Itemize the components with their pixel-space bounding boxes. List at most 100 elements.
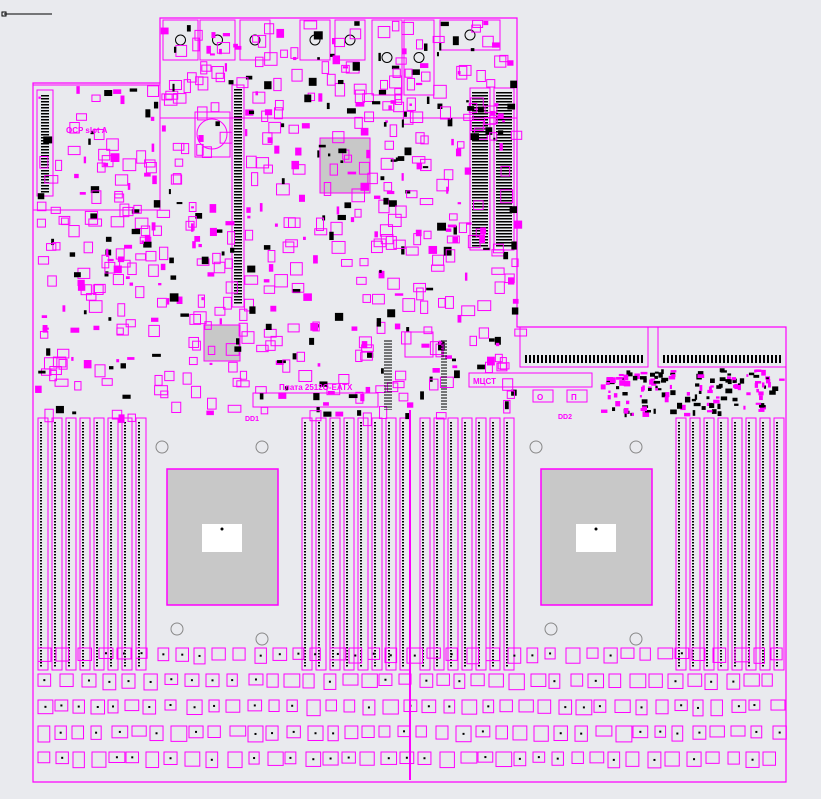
dimm-pin	[762, 659, 764, 661]
dimm-pin	[692, 455, 694, 457]
dimm-pin	[40, 512, 42, 514]
dimm-pin	[762, 440, 764, 442]
dimm-pin	[360, 638, 362, 640]
dimm-pin	[720, 455, 722, 457]
smd-component	[386, 190, 395, 195]
pad	[582, 706, 585, 709]
dimm-pin	[82, 656, 84, 658]
smd-component	[108, 317, 112, 321]
dimm-pin	[478, 428, 480, 430]
pad	[676, 732, 679, 735]
dimm-pin	[96, 563, 98, 565]
vrm-component	[207, 725, 221, 738]
dimm-pin	[332, 587, 334, 589]
dimm-pin	[40, 443, 42, 445]
dimm-pin	[138, 653, 140, 655]
pcie-pin	[234, 155, 242, 157]
smd-footprint	[433, 84, 447, 99]
dimm-pin	[692, 560, 694, 562]
dimm-pin	[388, 590, 390, 592]
dimm-pin	[748, 431, 750, 433]
dimm-pin	[748, 593, 750, 595]
dimm-pin	[82, 590, 84, 592]
dimm-pin	[388, 656, 390, 658]
smd-component	[365, 386, 371, 393]
dimm-pin	[492, 506, 494, 508]
smd-footprint	[506, 390, 515, 399]
dimm-pin	[402, 551, 404, 553]
dimm-pin	[748, 536, 750, 538]
smd-component	[464, 167, 472, 175]
dimm-pin	[96, 467, 98, 469]
power-pin	[755, 355, 757, 363]
dimm-pin	[110, 650, 112, 652]
smd-footprint	[486, 79, 496, 88]
smd-footprint	[223, 296, 232, 310]
dimm-pin	[54, 503, 56, 505]
smd-footprint	[135, 253, 146, 261]
smd-component	[264, 109, 273, 116]
smd-footprint	[255, 56, 264, 68]
dimm-pin	[124, 506, 126, 508]
dimm-pin	[82, 596, 84, 598]
dimm-pin	[82, 482, 84, 484]
vrm-component	[745, 751, 760, 768]
smd-footprint	[125, 319, 136, 328]
smd-component	[754, 383, 759, 388]
smd-component	[344, 202, 352, 209]
dimm-pin	[110, 530, 112, 532]
dimm-pin	[124, 428, 126, 430]
dimm-pin	[506, 632, 508, 634]
dimm-pin	[422, 629, 424, 631]
smd-component	[192, 241, 196, 249]
dimm-pin	[762, 599, 764, 601]
dimm-pin	[492, 608, 494, 610]
dimm-pin	[124, 542, 126, 544]
smd-component	[225, 221, 235, 226]
dimm-pin	[68, 578, 70, 580]
dimm-pin	[374, 608, 376, 610]
dimm-pin	[110, 500, 112, 502]
smd-component	[767, 381, 771, 388]
dimm-pin	[82, 470, 84, 472]
dimm-pin	[360, 482, 362, 484]
dimm-pin	[360, 551, 362, 553]
dimm-pin	[54, 587, 56, 589]
smd-component	[391, 65, 400, 70]
dimm-pin	[436, 467, 438, 469]
dimm-pin	[436, 521, 438, 523]
dimm-pin	[748, 644, 750, 646]
dimm-pin	[734, 452, 736, 454]
dimm-pin	[492, 563, 494, 565]
dimm-pin	[54, 473, 56, 475]
dimm-pin	[304, 581, 306, 583]
dimm-pin	[346, 512, 348, 514]
dimm-pin	[124, 446, 126, 448]
vrm-component	[730, 725, 746, 737]
dimm-pin	[492, 518, 494, 520]
dimm-pin	[388, 608, 390, 610]
vrm-component	[305, 751, 322, 767]
dimm-pin	[734, 662, 736, 664]
dimm-pin	[492, 521, 494, 523]
smd-component	[342, 66, 349, 69]
smd-footprint	[290, 262, 303, 276]
smd-footprint	[244, 298, 254, 312]
dimm-pin	[720, 446, 722, 448]
smd-footprint	[168, 80, 182, 91]
smd-footprint	[244, 229, 254, 241]
pad	[598, 705, 601, 708]
dimm-pin	[346, 497, 348, 499]
power-pin	[525, 355, 527, 363]
smd-footprint	[159, 246, 169, 261]
smd-component	[327, 153, 331, 157]
dimm-pin	[506, 572, 508, 574]
dimm-pin	[68, 503, 70, 505]
pad	[112, 705, 115, 708]
dimm-pin	[346, 581, 348, 583]
smd-footprint	[494, 281, 505, 294]
dimm-pin	[422, 425, 424, 427]
dimm-pin	[360, 521, 362, 523]
dimm-pin	[40, 599, 42, 601]
dimm-pin	[402, 626, 404, 628]
